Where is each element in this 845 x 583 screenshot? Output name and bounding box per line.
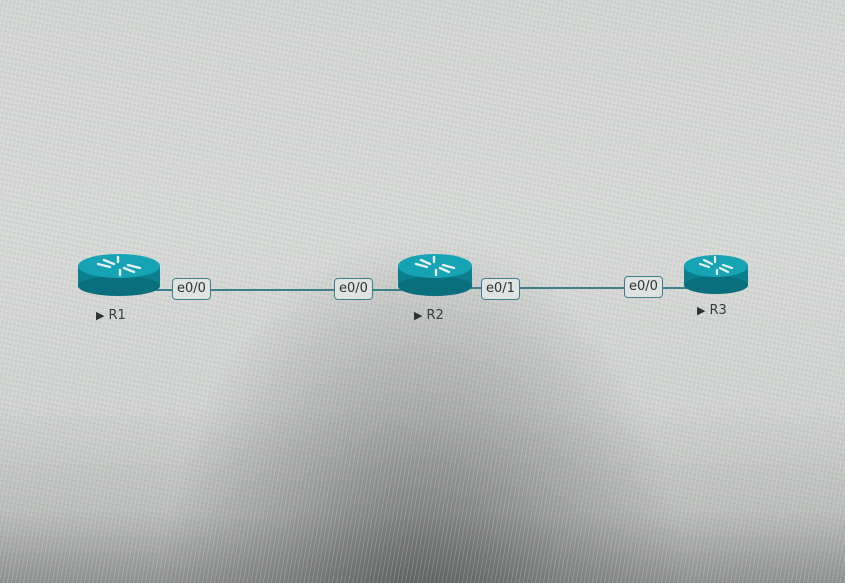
- iface-r2-e0-0[interactable]: e0/0: [334, 278, 373, 300]
- router-icon: [78, 254, 160, 296]
- router-r3[interactable]: [682, 251, 750, 299]
- link-r1-r2[interactable]: [120, 289, 440, 291]
- router-r1-label: ▶R1: [96, 308, 126, 323]
- router-icon: [398, 254, 472, 296]
- iface-r2-e0-1[interactable]: e0/1: [481, 278, 520, 300]
- router-r2-name: R2: [426, 308, 444, 323]
- iface-r3-e0-0[interactable]: e0/0: [624, 276, 663, 298]
- link-r2-r3[interactable]: [430, 287, 715, 289]
- router-r1[interactable]: [76, 250, 162, 298]
- play-icon[interactable]: ▶: [697, 304, 706, 317]
- play-icon[interactable]: ▶: [96, 309, 105, 322]
- router-r3-name: R3: [709, 303, 727, 318]
- router-r2[interactable]: [396, 250, 474, 298]
- router-icon: [684, 255, 748, 294]
- router-r2-label: ▶R2: [414, 308, 444, 323]
- iface-r1-e0-0[interactable]: e0/0: [172, 278, 211, 300]
- router-r1-name: R1: [108, 308, 126, 323]
- play-icon[interactable]: ▶: [414, 309, 423, 322]
- router-r3-label: ▶R3: [697, 303, 727, 318]
